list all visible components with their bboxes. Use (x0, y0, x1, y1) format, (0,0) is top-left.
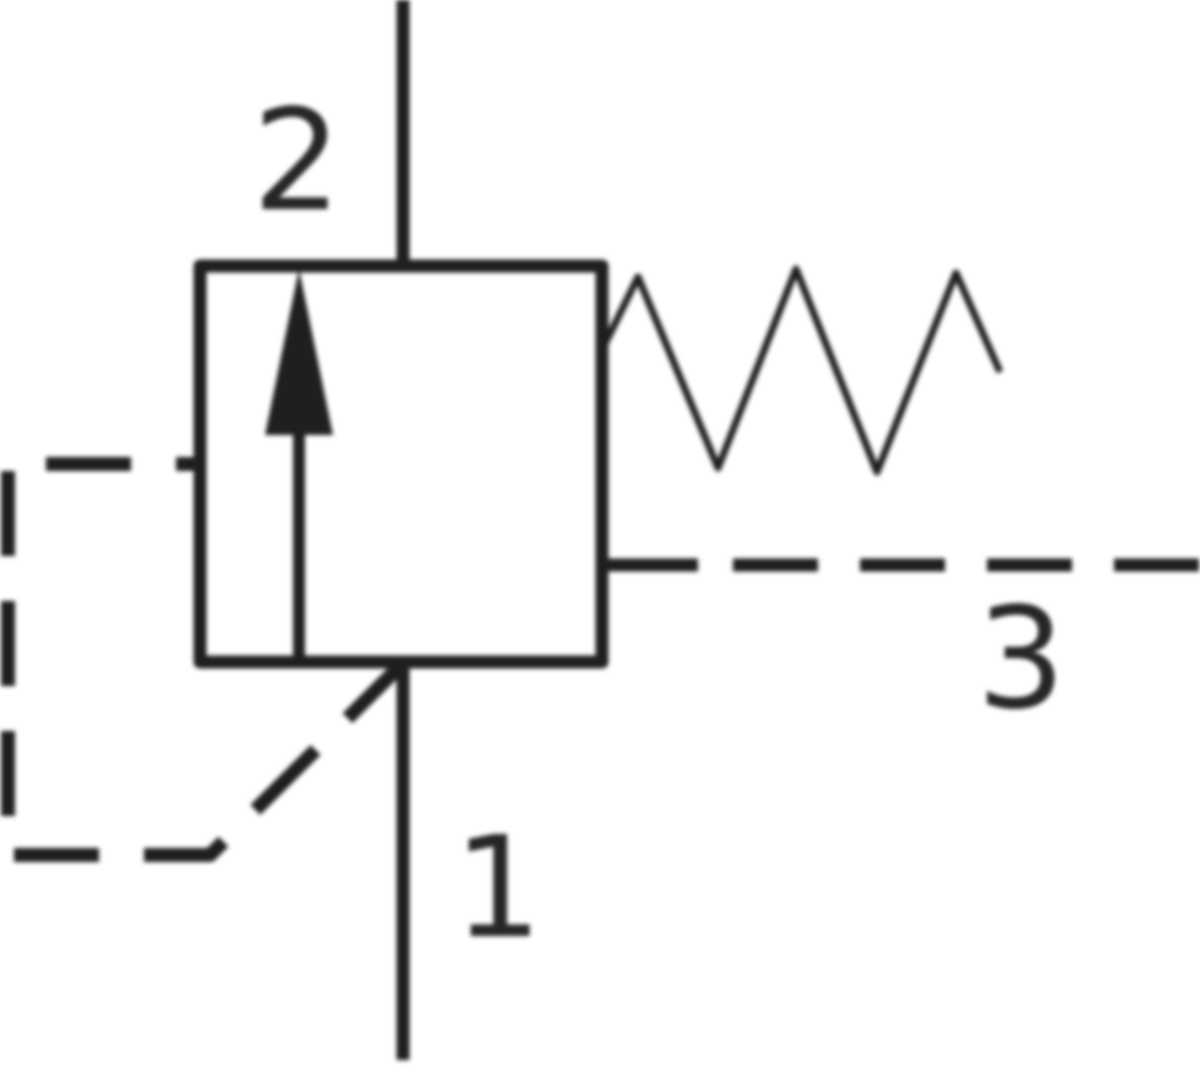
flow-arrow-head (265, 269, 333, 435)
port-label-2: 2 (252, 80, 341, 243)
port-label-1: 1 (453, 807, 542, 970)
spring (599, 265, 1004, 476)
port-label-3: 3 (976, 578, 1065, 741)
pilot-dashed-line (1, 457, 408, 862)
